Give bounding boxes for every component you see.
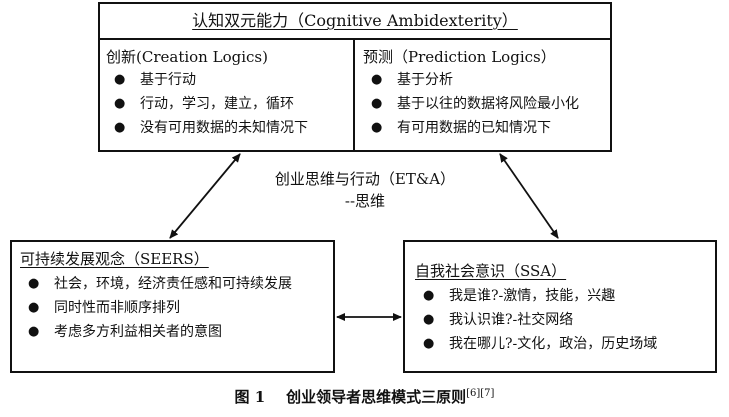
arrow-top-to-seers <box>169 153 241 239</box>
list-item: ●有可用数据的已知情况下 <box>363 116 610 140</box>
figure-caption: 图 1 创业领导者思维模式三原则[6][7] <box>0 386 729 407</box>
ssa-box: 自我社会意识（SSA） ●我是谁?-激情，技能，兴趣 ●我认识谁?-社交网络 ●… <box>403 240 717 373</box>
seers-list: ●社会，环境，经济责任感和可持续发展 ●同时性而非顺序排列 ●考虑多方利益相关者… <box>20 272 333 344</box>
prediction-logics-column: 预测（Prediction Logics） ●基于分析 ●基于以往的数据将风险最… <box>355 40 610 152</box>
list-item: ●同时性而非顺序排列 <box>20 296 333 320</box>
seers-box: 可持续发展观念（SEERS） ●社会，环境，经济责任感和可持续发展 ●同时性而非… <box>10 240 335 373</box>
list-item: ●社会，环境，经济责任感和可持续发展 <box>20 272 333 296</box>
bullet-icon: ● <box>114 72 126 87</box>
ssa-list: ●我是谁?-激情，技能，兴趣 ●我认识谁?-社交网络 ●我在哪儿?-文化，政治，… <box>415 284 715 356</box>
creation-logics-list: ●基于行动 ●行动，学习，建立，循环 ●没有可用数据的未知情况下 <box>106 68 353 140</box>
center-label-line2: --思维 <box>344 192 386 210</box>
caption-refs: [6][7] <box>466 388 495 399</box>
creation-logics-title: 创新(Creation Logics) <box>106 48 268 66</box>
top-box-title: 认知双元能力（Cognitive Ambidexterity） <box>192 11 518 30</box>
list-item: ●基于以往的数据将风险最小化 <box>363 92 610 116</box>
bullet-icon: ● <box>371 72 383 87</box>
prediction-logics-list: ●基于分析 ●基于以往的数据将风险最小化 ●有可用数据的已知情况下 <box>363 68 610 140</box>
bullet-icon: ● <box>371 120 383 135</box>
caption-label: 图 1 <box>234 388 266 406</box>
list-item: ●我是谁?-激情，技能，兴趣 <box>415 284 715 308</box>
bullet-icon: ● <box>423 288 435 303</box>
creation-logics-column: 创新(Creation Logics) ●基于行动 ●行动，学习，建立，循环 ●… <box>100 40 355 152</box>
list-item: ●基于行动 <box>106 68 353 92</box>
bullet-icon: ● <box>28 324 40 339</box>
bullet-icon: ● <box>114 96 126 111</box>
top-box-title-row: 认知双元能力（Cognitive Ambidexterity） <box>100 4 610 40</box>
list-item: ●考虑多方利益相关者的意图 <box>20 320 333 344</box>
center-label-line1: 创业思维与行动（ET&A） <box>274 170 456 188</box>
arrow-top-to-ssa <box>499 153 559 239</box>
ssa-title: 自我社会意识（SSA） <box>415 262 567 280</box>
bullet-icon: ● <box>371 96 383 111</box>
list-item: ●我在哪儿?-文化，政治，历史场域 <box>415 332 715 356</box>
bullet-icon: ● <box>28 276 40 291</box>
bullet-icon: ● <box>28 300 40 315</box>
center-label: 创业思维与行动（ET&A） --思维 <box>250 168 480 212</box>
bullet-icon: ● <box>114 120 126 135</box>
caption-text: 创业领导者思维模式三原则 <box>286 388 467 406</box>
list-item: ●我认识谁?-社交网络 <box>415 308 715 332</box>
top-box-columns: 创新(Creation Logics) ●基于行动 ●行动，学习，建立，循环 ●… <box>100 40 610 152</box>
list-item: ●没有可用数据的未知情况下 <box>106 116 353 140</box>
cognitive-ambidexterity-box: 认知双元能力（Cognitive Ambidexterity） 创新(Creat… <box>98 2 612 152</box>
bullet-icon: ● <box>423 312 435 327</box>
list-item: ●行动，学习，建立，循环 <box>106 92 353 116</box>
prediction-logics-title: 预测（Prediction Logics） <box>363 48 556 66</box>
bullet-icon: ● <box>423 336 435 351</box>
seers-title: 可持续发展观念（SEERS） <box>20 250 209 268</box>
list-item: ●基于分析 <box>363 68 610 92</box>
